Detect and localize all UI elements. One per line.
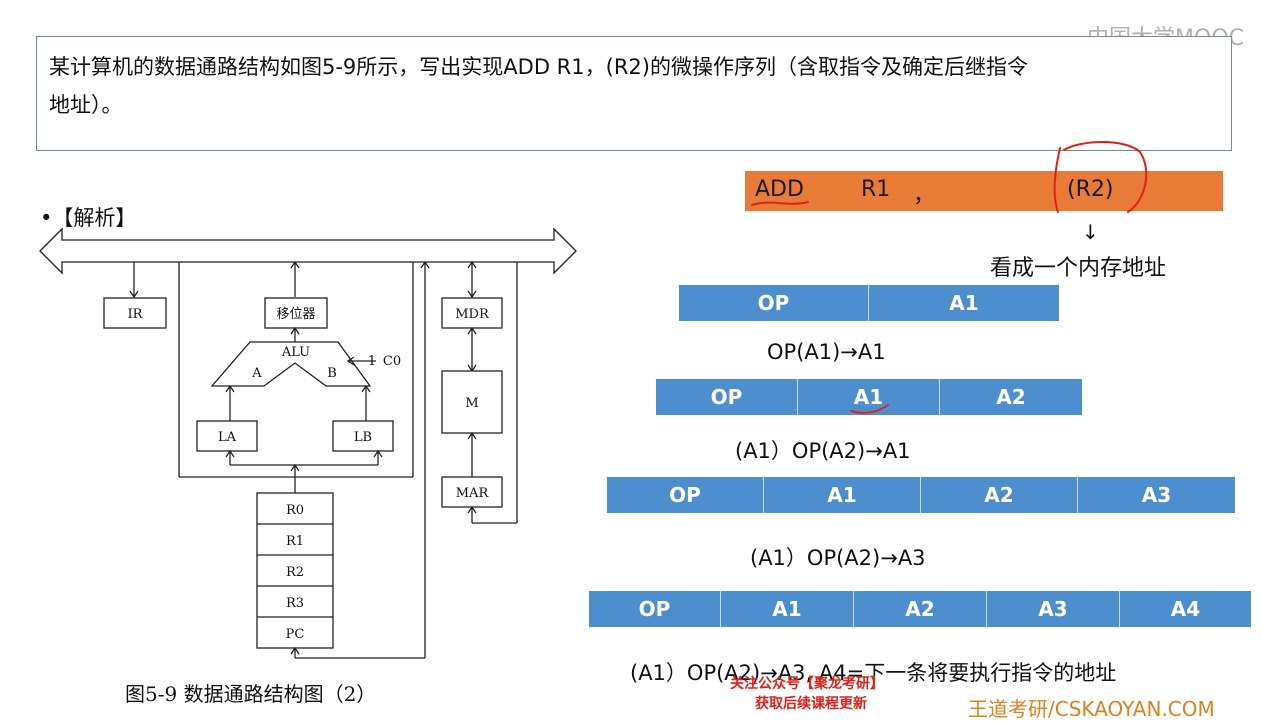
reg-pc: PC bbox=[286, 627, 305, 642]
analysis-label: •【解析】 bbox=[40, 206, 137, 230]
datapath-diagram: IR 移位器 ALU A B 1 C0 LA LB MDR M MAR R0 R… bbox=[39, 227, 577, 659]
brand-watermark: 王道考研/CSKAOYAN.COM bbox=[968, 697, 1215, 721]
mdr-label: MDR bbox=[455, 307, 490, 322]
format-cell: A1 bbox=[798, 379, 940, 415]
carry-one-label: 1 bbox=[368, 354, 376, 369]
format-four-address: OP A1 A2 A3 bbox=[607, 477, 1235, 513]
format-five-address: OP A1 A2 A3 A4 bbox=[589, 591, 1251, 627]
reg-r3: R3 bbox=[286, 596, 304, 611]
question-line-1: 某计算机的数据通路结构如图5-9所示，写出实现ADD R1，(R2)的微操作序列… bbox=[49, 55, 1028, 79]
format-cell: A4 bbox=[1120, 591, 1251, 627]
format-label: (A1）OP(A2)→A3, A4=下一条将要执行指令的地址 bbox=[630, 661, 1117, 685]
format-cell: A3 bbox=[1078, 477, 1235, 513]
figure-caption: 图5-9 数据通路结构图（2） bbox=[125, 682, 377, 706]
format-cell: OP bbox=[679, 285, 869, 321]
instruction-op: ADD bbox=[755, 177, 804, 202]
format-two-address: OP A1 bbox=[679, 285, 1059, 321]
mar-label: MAR bbox=[456, 486, 490, 501]
promo-line-2: 获取后续课程更新 bbox=[755, 696, 867, 712]
format-cell: OP bbox=[656, 379, 798, 415]
reg-r2: R2 bbox=[286, 565, 304, 580]
format-cell: OP bbox=[589, 591, 721, 627]
format-label: (A1）OP(A2)→A3 bbox=[750, 546, 926, 570]
format-cell: A1 bbox=[869, 285, 1059, 321]
format-cell: OP bbox=[607, 477, 764, 513]
down-arrow-icon: ↓ bbox=[1082, 220, 1099, 244]
alu-b-label: B bbox=[327, 366, 337, 381]
format-cell: A2 bbox=[940, 379, 1082, 415]
instruction-bar: ADD R1 ， (R2) bbox=[745, 171, 1223, 211]
instruction-r1: R1 bbox=[861, 177, 891, 202]
reg-r0: R0 bbox=[286, 503, 304, 518]
c0-label: C0 bbox=[383, 354, 401, 369]
format-cell: A2 bbox=[921, 477, 1078, 513]
memory-address-note: 看成一个内存地址 bbox=[990, 256, 1167, 281]
shifter-label: 移位器 bbox=[276, 307, 315, 322]
lb-label: LB bbox=[354, 430, 372, 445]
format-label: (A1）OP(A2)→A1 bbox=[735, 439, 911, 463]
alu-label: ALU bbox=[281, 345, 310, 360]
alu-shape bbox=[210, 341, 372, 387]
reg-r1: R1 bbox=[286, 534, 304, 549]
alu-a-label: A bbox=[251, 366, 262, 381]
ir-label: IR bbox=[128, 307, 144, 322]
question-box: 某计算机的数据通路结构如图5-9所示，写出实现ADD R1，(R2)的微操作序列… bbox=[36, 36, 1232, 151]
promo-line-1: 关注公众号【聚龙考研】 bbox=[730, 676, 884, 692]
format-cell: A2 bbox=[854, 591, 987, 627]
instruction-comma: ， bbox=[913, 183, 936, 208]
la-label: LA bbox=[218, 430, 237, 445]
format-label: OP(A1)→A1 bbox=[767, 340, 886, 364]
format-cell: A1 bbox=[764, 477, 921, 513]
memory-label: M bbox=[465, 396, 478, 411]
format-cell: A1 bbox=[721, 591, 854, 627]
question-line-2: 地址）。 bbox=[49, 93, 123, 117]
format-three-address: OP A1 A2 bbox=[656, 379, 1082, 415]
format-cell: A3 bbox=[987, 591, 1120, 627]
instruction-r2: (R2) bbox=[1067, 177, 1114, 202]
system-bus bbox=[39, 227, 577, 275]
